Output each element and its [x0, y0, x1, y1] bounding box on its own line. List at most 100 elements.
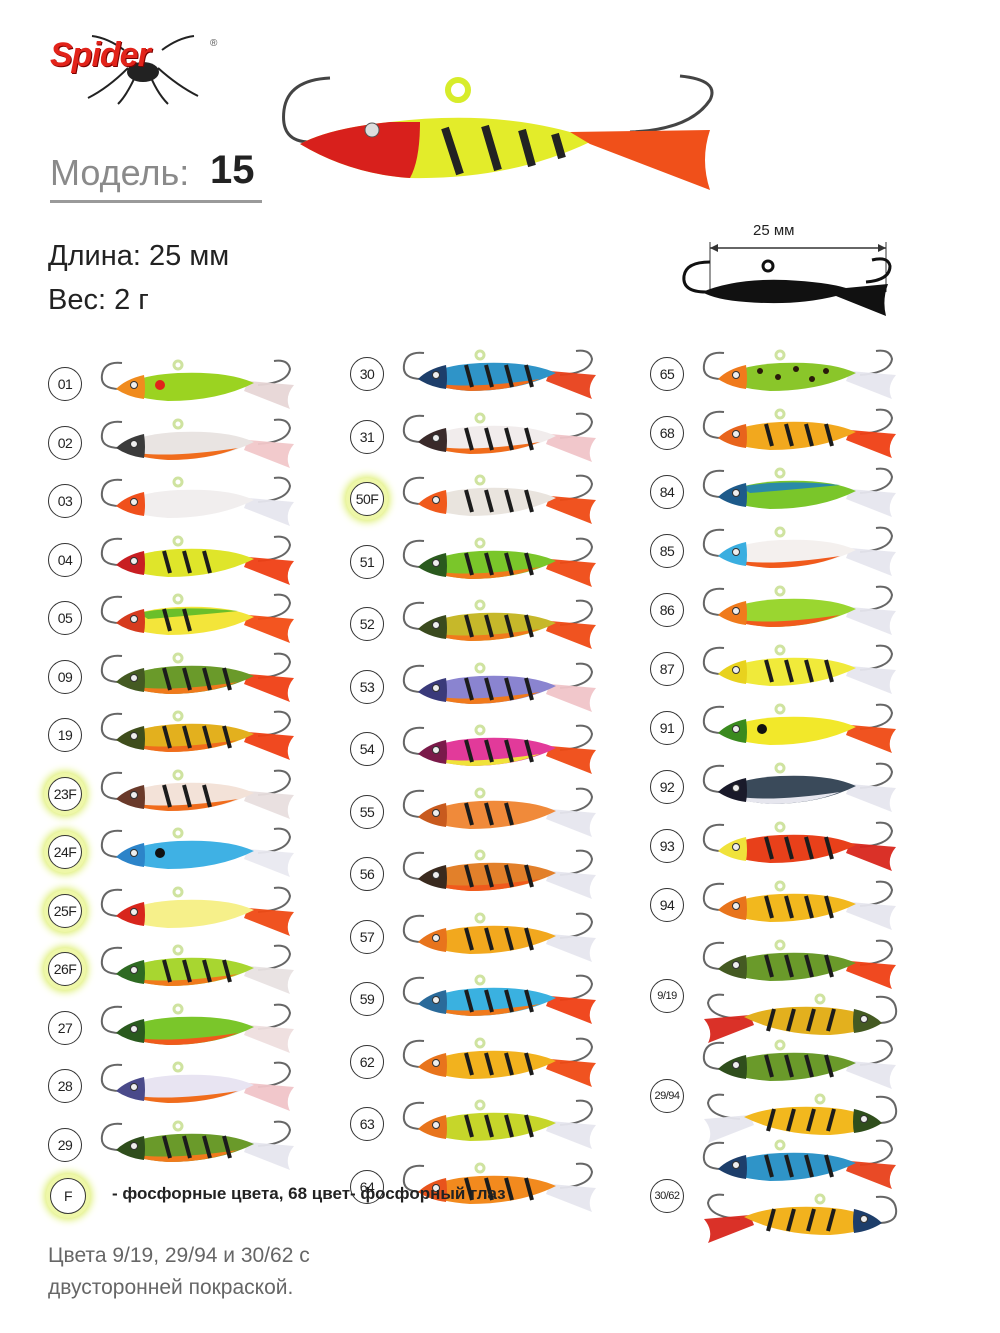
- lure-image: [702, 880, 896, 930]
- lure-wrapper: [700, 876, 900, 937]
- lure-wrapper: [400, 1095, 600, 1156]
- lure-wrapper: [700, 699, 900, 760]
- lure-image: [702, 762, 896, 812]
- color-code-badge: 55: [350, 794, 384, 829]
- color-item-52: 52: [350, 595, 650, 653]
- color-code-badge: 91: [650, 711, 684, 745]
- lure-image: [704, 993, 898, 1043]
- lure-image: [704, 1093, 898, 1143]
- lure-image: [100, 769, 294, 819]
- color-item-29-94: 29/94: [650, 1035, 950, 1153]
- length-spec: Длина: 25 мм: [48, 240, 229, 273]
- lure-wrapper-reverse: [700, 1189, 900, 1250]
- lure-image: [100, 1120, 294, 1170]
- registered-mark: ®: [210, 38, 218, 49]
- lure-wrapper: [700, 758, 900, 819]
- lure-image: [402, 412, 596, 462]
- model-underline: [50, 200, 262, 203]
- color-item-84: 84: [650, 463, 950, 521]
- color-item-25F: 25F: [48, 882, 348, 940]
- lure-wrapper: [98, 531, 298, 592]
- lure-wrapper: [98, 355, 298, 416]
- color-code-badge: 02: [48, 425, 82, 460]
- lure-wrapper: [700, 522, 900, 583]
- length-label: Длина:: [48, 240, 141, 272]
- lure-wrapper: [400, 783, 600, 844]
- lure-wrapper: [98, 589, 298, 650]
- lure-wrapper: [700, 1135, 900, 1196]
- lure-wrapper: [400, 345, 600, 406]
- color-item-85: 85: [650, 522, 950, 580]
- color-item-64: 64: [350, 1158, 650, 1216]
- color-item-05: 05: [48, 589, 348, 647]
- lure-wrapper: [700, 404, 900, 465]
- lure-wrapper: [98, 999, 298, 1060]
- color-code-badge: 85: [650, 534, 684, 568]
- color-item-29: 29: [48, 1116, 348, 1174]
- lure-image: [702, 467, 896, 517]
- color-item-57: 57: [350, 908, 650, 966]
- color-item-28: 28: [48, 1057, 348, 1115]
- lure-wrapper: [98, 706, 298, 767]
- lure-wrapper: [98, 940, 298, 1001]
- color-item-65: 65: [650, 345, 950, 403]
- lure-image: [100, 593, 294, 643]
- color-item-09: 09: [48, 648, 348, 706]
- color-code-badge: 65: [650, 357, 684, 391]
- lure-image: [702, 644, 896, 694]
- color-code-badge: 29/94: [650, 1079, 684, 1113]
- lure-image: [100, 359, 294, 409]
- weight-spec: Вес: 2 г: [48, 284, 149, 317]
- lure-wrapper: [98, 882, 298, 943]
- color-code-badge: 50F: [350, 482, 384, 516]
- color-item-30-62: 30/62: [650, 1135, 950, 1253]
- color-item-24F: 24F: [48, 823, 348, 881]
- color-code-badge: 68: [650, 416, 684, 450]
- lure-wrapper: [98, 648, 298, 709]
- color-code-badge: 59: [350, 982, 384, 1016]
- color-item-30: 30: [350, 345, 650, 403]
- hero-lure-image: [282, 74, 714, 190]
- legend-code: F: [63, 1188, 73, 1204]
- color-code-badge: 86: [650, 593, 684, 627]
- lure-image: [402, 849, 596, 899]
- model-number: 15: [210, 148, 255, 192]
- lure-image: [702, 349, 896, 399]
- lure-image: [702, 585, 896, 635]
- color-item-87: 87: [650, 640, 950, 698]
- lure-wrapper: [700, 640, 900, 701]
- weight-label: Вес:: [48, 284, 107, 316]
- lure-wrapper: [98, 472, 298, 533]
- color-item-86: 86: [650, 581, 950, 639]
- color-item-91: 91: [650, 699, 950, 757]
- color-item-50F: 50F: [350, 470, 650, 528]
- color-code-badge: 03: [48, 484, 82, 518]
- color-item-53: 53: [350, 658, 650, 716]
- lure-image: [402, 787, 596, 837]
- lure-image: [402, 537, 596, 587]
- spider-icon: [87, 35, 199, 105]
- color-item-55: 55: [350, 783, 650, 841]
- color-item-63: 63: [350, 1095, 650, 1153]
- color-code-badge: 29: [48, 1127, 82, 1162]
- legend-text: - фосфорные цвета, 68 цвет- фосфорный гл…: [112, 1184, 506, 1203]
- color-item-02: 02: [48, 414, 348, 472]
- lure-wrapper: [400, 908, 600, 969]
- lure-image: [702, 1139, 896, 1189]
- lure-wrapper: [400, 533, 600, 594]
- color-code-badge: 93: [650, 829, 684, 863]
- color-item-56: 56: [350, 845, 650, 903]
- lure-wrapper: [400, 970, 600, 1031]
- length-value: 25 мм: [149, 240, 230, 272]
- color-code-badge: 25F: [48, 893, 82, 928]
- color-code-badge: 09: [48, 659, 82, 694]
- spider-logo: [48, 28, 228, 108]
- color-item-92: 92: [650, 758, 950, 816]
- lure-wrapper: [400, 845, 600, 906]
- lure-image: [702, 408, 896, 458]
- color-code-badge: 87: [650, 652, 684, 686]
- color-code-badge: 30/62: [650, 1179, 684, 1213]
- lure-image: [402, 474, 596, 524]
- color-item-26F: 26F: [48, 940, 348, 998]
- dimension-label: 25 мм: [753, 222, 795, 239]
